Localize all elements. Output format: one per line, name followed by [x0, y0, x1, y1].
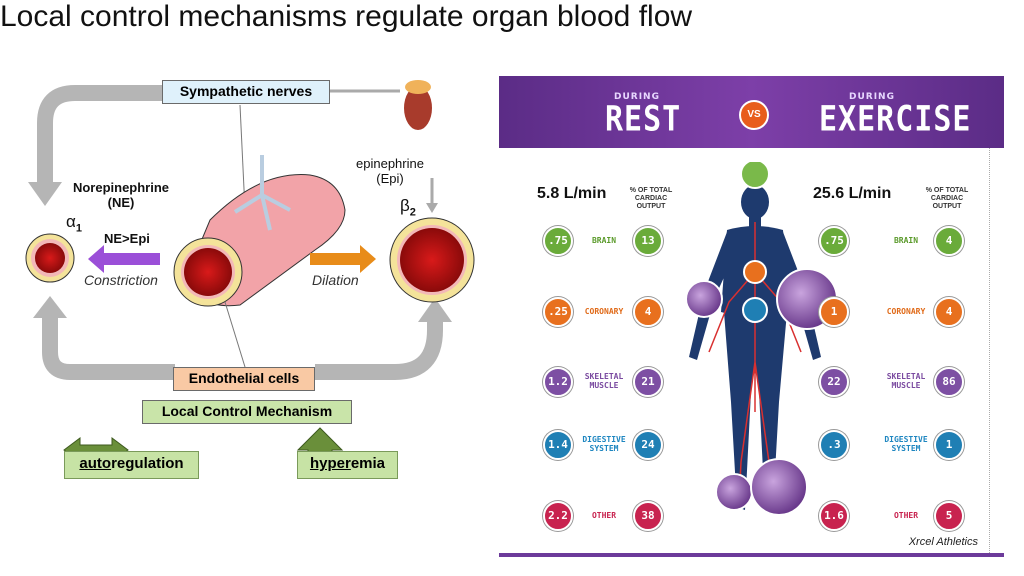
exercise-flow-circle: .75	[819, 226, 849, 256]
organ-name: CORONARY	[886, 307, 926, 316]
constriction-label: Constriction	[84, 272, 158, 288]
rest-vs-exercise-banner: DURING REST VS DURING EXERCISE	[499, 76, 1004, 148]
exercise-pct-header-line1: % OF TOTAL	[925, 187, 969, 194]
credit-label: Xrcel Athletics	[908, 536, 978, 548]
rest-flow-circle: 2.2	[543, 501, 573, 531]
rest-pct-circle: 38	[633, 501, 663, 531]
exercise-pct-circle: 5	[934, 501, 964, 531]
autoregulation-prefix: auto	[79, 455, 112, 472]
organ-name-line2: MUSCLE	[891, 381, 921, 390]
alpha-symbol: α	[66, 212, 76, 231]
bottom-right-gray-arrow	[315, 322, 443, 380]
exercise-pct-circle: 86	[934, 367, 964, 397]
human-body-circulation-icon	[685, 162, 838, 516]
exercise-flow-circle: 1	[819, 297, 849, 327]
beta-symbol: β	[400, 196, 410, 215]
rest-pct-circle: 21	[633, 367, 663, 397]
exercise-organ-label: OTHER	[881, 511, 931, 520]
organ-name: BRAIN	[591, 236, 617, 245]
exercise-flow-circle: 22	[819, 367, 849, 397]
exercise-flow-value: 25.6 L/min	[813, 185, 892, 202]
organ-name: OTHER	[591, 511, 617, 520]
norepinephrine-label: Norepinephrine (NE)	[66, 180, 176, 210]
exercise-pct-circle: 1	[934, 430, 964, 460]
beta-subscript: 2	[409, 206, 416, 219]
exercise-organ-label: BRAIN	[881, 236, 931, 245]
constriction-arrow	[88, 245, 160, 273]
hyperemia-prefix: hyper	[309, 455, 351, 472]
dilation-label: Dilation	[312, 272, 359, 288]
epi-text: (Epi)	[376, 171, 404, 186]
exercise-pct-header-line2: CARDIAC OUTPUT	[930, 195, 964, 210]
rest-during-label: DURING	[614, 92, 660, 102]
norepinephrine-text: Norepinephrine	[72, 180, 170, 195]
hyperemia-label: hyperemia	[297, 451, 398, 479]
bottom-bar	[499, 553, 1004, 557]
alpha-subscript: 1	[75, 222, 82, 235]
organ-name: SKELETAL	[886, 372, 926, 381]
rest-organ-label: BRAIN	[579, 236, 629, 245]
organ-name: SKELETAL	[584, 372, 624, 381]
slide-title: Local control mechanisms regulate organ …	[0, 0, 693, 33]
endothelial-cells-label: Endothelial cells	[173, 367, 315, 391]
exercise-pct-circle: 4	[934, 297, 964, 327]
organ-name: CORONARY	[584, 307, 624, 316]
rest-pct-circle: 13	[633, 226, 663, 256]
ne-text: (NE)	[107, 195, 135, 210]
rest-pct-header: % OF TOTAL CARDIAC OUTPUT	[621, 187, 681, 211]
adrenal-gland-icon	[404, 86, 432, 130]
autoregulation-suffix: regulation	[111, 455, 184, 472]
exercise-pct-header: % OF TOTAL CARDIAC OUTPUT	[917, 187, 977, 211]
epinephrine-text: epinephrine	[356, 156, 424, 171]
organ-name-line2: SYSTEM	[891, 444, 921, 453]
beta2-receptor-label: β2	[400, 196, 416, 218]
organ-name: BRAIN	[893, 236, 919, 245]
epinephrine-label: epinephrine (Epi)	[350, 156, 430, 186]
exercise-during-label: DURING	[849, 92, 895, 102]
rest-organ-label: OTHER	[579, 511, 629, 520]
cardiac-output-infographic: DURING REST VS DURING EXERCISE	[499, 76, 1004, 557]
rest-organ-label: CORONARY	[579, 307, 629, 316]
sympathetic-nerves-label: Sympathetic nerves	[162, 80, 330, 104]
rest-pct-circle: 4	[633, 297, 663, 327]
organ-name: OTHER	[893, 511, 919, 520]
top-gray-arrow	[37, 85, 165, 185]
exercise-flow-circle: .3	[819, 430, 849, 460]
organ-name-line2: SYSTEM	[589, 444, 619, 453]
alpha1-receptor-label: α1	[66, 212, 82, 234]
organ-name: DIGESTIVE	[884, 435, 928, 444]
exercise-organ-label: CORONARY	[881, 307, 931, 316]
rest-flow-circle: .25	[543, 297, 573, 327]
exercise-flow-circle: 1.6	[819, 501, 849, 531]
rest-heading: REST	[605, 99, 682, 140]
divider-dotted	[989, 148, 990, 553]
organ-name: DIGESTIVE	[582, 435, 626, 444]
hyperemia-suffix: emia	[350, 455, 386, 472]
dilation-arrow	[310, 245, 376, 273]
rest-flow-circle: .75	[543, 226, 573, 256]
rest-flow-circle: 1.4	[543, 430, 573, 460]
ne-gt-epi-label: NE>Epi	[104, 231, 150, 246]
exercise-pct-circle: 4	[934, 226, 964, 256]
rest-pct-header-line2: CARDIAC OUTPUT	[634, 195, 668, 210]
local-control-label: Local Control Mechanism	[142, 400, 352, 424]
rest-flow-circle: 1.2	[543, 367, 573, 397]
bottom-gray-arrow	[42, 315, 175, 380]
organ-name-line2: MUSCLE	[589, 381, 619, 390]
autoregulation-label: autoregulation	[64, 451, 199, 479]
rest-pct-circle: 24	[633, 430, 663, 460]
rest-flow-value: 5.8 L/min	[537, 185, 607, 202]
vs-badge: VS	[739, 100, 769, 130]
rest-pct-header-line1: % OF TOTAL	[629, 187, 673, 194]
exercise-heading: EXERCISE	[819, 99, 972, 140]
